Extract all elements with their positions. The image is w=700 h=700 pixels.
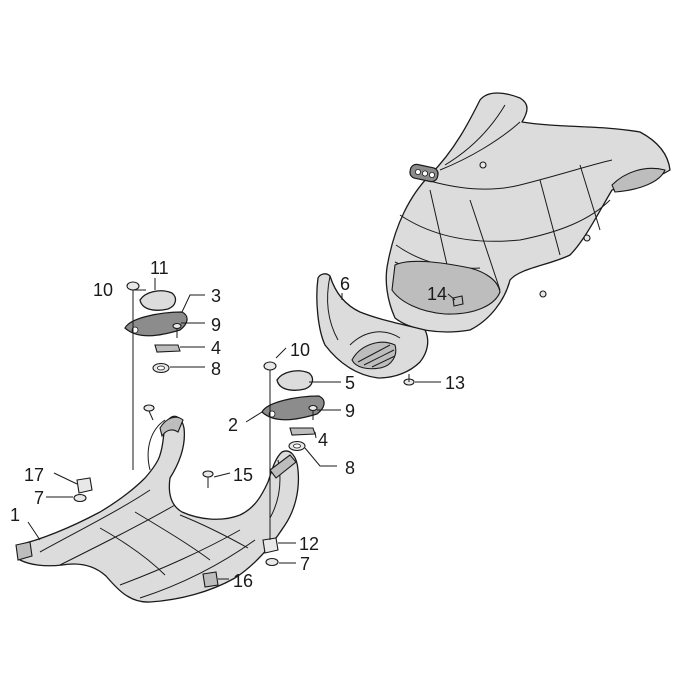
callout-10b: 10 [290, 340, 310, 360]
callout-12: 12 [299, 534, 319, 554]
callout-labels: 1 2 3 4 4 5 6 7 7 8 8 9 9 10 10 11 12 13… [10, 258, 465, 591]
left-hardware [73, 281, 188, 503]
indicator-lights [409, 163, 439, 183]
callout-16: 16 [233, 571, 253, 591]
callout-9b: 9 [345, 401, 355, 421]
callout-7a: 7 [34, 488, 44, 508]
footboard-part [15, 415, 300, 603]
callout-13: 13 [445, 373, 465, 393]
callout-3: 3 [211, 286, 221, 306]
callout-15: 15 [233, 465, 253, 485]
callout-8b: 8 [345, 458, 355, 478]
callout-8a: 8 [211, 359, 221, 379]
callout-11: 11 [150, 258, 169, 278]
callout-4b: 4 [318, 430, 328, 450]
callout-9a: 9 [211, 315, 221, 335]
callout-5: 5 [345, 373, 355, 393]
callout-7b: 7 [300, 554, 310, 574]
callout-14: 14 [427, 284, 447, 304]
callout-1: 1 [10, 505, 20, 525]
leader-lines [27, 278, 456, 580]
callout-6: 6 [340, 274, 350, 294]
lower-cowl-part [316, 273, 429, 379]
right-hardware [202, 295, 464, 588]
callout-2: 2 [228, 415, 238, 435]
callout-17: 17 [24, 465, 44, 485]
callout-4a: 4 [211, 338, 221, 358]
legshield-part [385, 92, 671, 333]
callout-10a: 10 [93, 280, 113, 300]
